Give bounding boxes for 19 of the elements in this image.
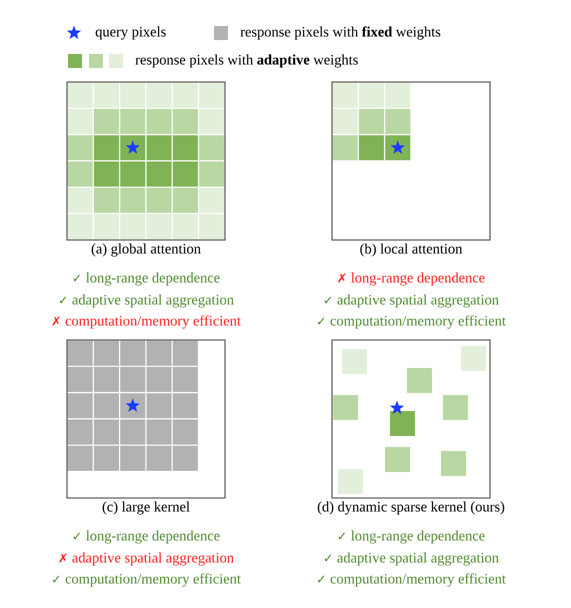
property-text: ✗ computation/memory efficient [52, 315, 241, 329]
property-text: ✗ adaptive spatial aggregation [59, 552, 234, 566]
property-text: ✓ computation/memory efficient [318, 315, 506, 329]
property-text: ✓ long-range dependence [74, 272, 220, 286]
legend-text: response pixels with fixed weights [240, 26, 440, 40]
panel-caption: (d) dynamic sparse kernel (ours) [318, 501, 504, 515]
panel-caption: (a) global attention [92, 243, 201, 257]
property-text: ✓ computation/memory efficient [52, 573, 241, 587]
property-text: ✓ long-range dependence [74, 530, 220, 544]
property-text: ✓ adaptive spatial aggregation [324, 552, 499, 566]
property-text: ✓ adaptive spatial aggregation [60, 294, 234, 308]
property-text: ✓ long-range dependence [338, 530, 485, 544]
legend-text: query pixels [96, 26, 166, 40]
legend-text: response pixels with adaptive weights [136, 54, 358, 68]
property-text: ✓ computation/memory efficient [318, 573, 506, 587]
property-text: ✗ long-range dependence [338, 272, 485, 286]
panel-caption: (b) local attention [360, 243, 462, 257]
panel-caption: (c) large kernel [102, 501, 190, 515]
property-text: ✓ adaptive spatial aggregation [324, 294, 499, 308]
